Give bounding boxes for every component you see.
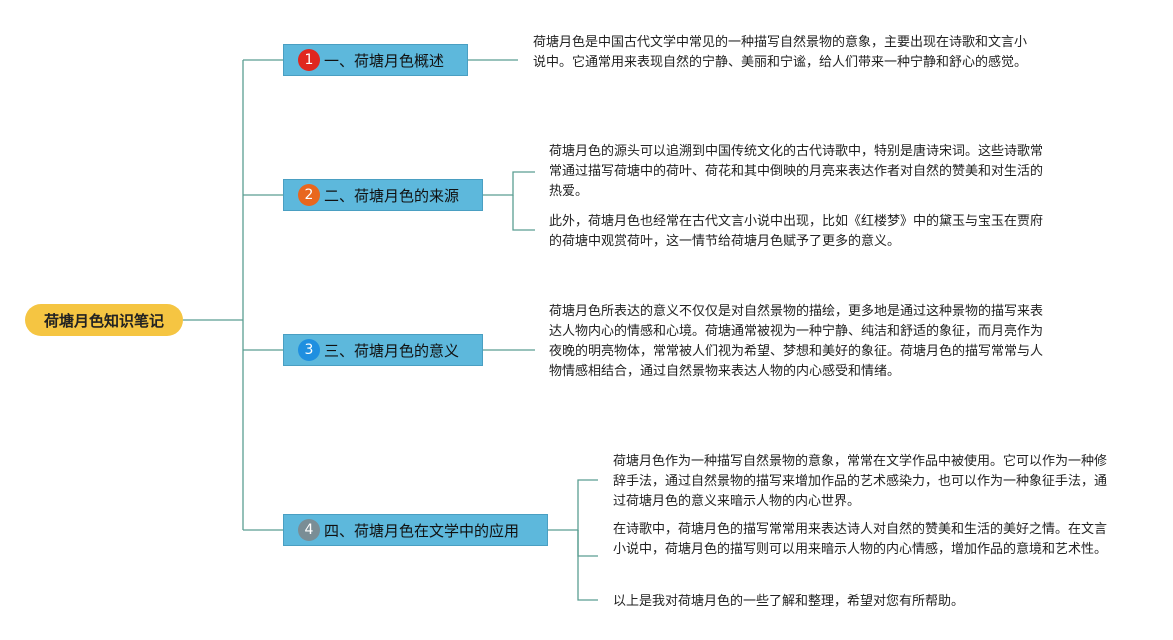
topic-origin[interactable]: 2 二、荷塘月色的来源 [283, 179, 483, 211]
note-origin-1: 荷塘月色的源头可以追溯到中国传统文化的古代诗歌中，特别是唐诗宋词。这些诗歌常常通… [549, 144, 1044, 199]
number-4-icon: 4 [298, 519, 320, 541]
note-overview: 荷塘月色是中国古代文学中常见的一种描写自然景物的意象，主要出现在诗歌和文言小说中… [533, 35, 1028, 70]
topic-label: 四、荷塘月色在文学中的应用 [324, 521, 520, 540]
topic-application[interactable]: 4 四、荷塘月色在文学中的应用 [283, 514, 548, 546]
note-application-2: 在诗歌中，荷塘月色的描写常常用来表达诗人对自然的赞美和生活的美好之情。在文言小说… [613, 522, 1108, 557]
note-meaning: 荷塘月色所表达的意义不仅仅是对自然景物的描绘，更多地是通过这种景物的描写来表达人… [549, 304, 1044, 379]
root-topic[interactable]: 荷塘月色知识笔记 [25, 304, 183, 336]
root-label: 荷塘月色知识笔记 [43, 311, 164, 330]
number-3-icon: 3 [298, 339, 320, 361]
note-application-1: 荷塘月色作为一种描写自然景物的意象，常常在文学作品中被使用。它可以作为一种修辞手… [613, 454, 1108, 509]
topic-meaning[interactable]: 3 三、荷塘月色的意义 [283, 334, 483, 366]
number-1-icon: 1 [298, 49, 320, 71]
note-origin-2: 此外，荷塘月色也经常在古代文言小说中出现，比如《红楼梦》中的黛玉与宝玉在贾府的荷… [549, 214, 1044, 249]
topic-label: 二、荷塘月色的来源 [324, 186, 460, 205]
topic-label: 三、荷塘月色的意义 [324, 341, 460, 360]
note-application-3: 以上是我对荷塘月色的一些了解和整理，希望对您有所帮助。 [613, 594, 965, 609]
topic-label: 一、荷塘月色概述 [324, 51, 445, 70]
topic-overview[interactable]: 1 一、荷塘月色概述 [283, 44, 468, 76]
number-2-icon: 2 [298, 184, 320, 206]
